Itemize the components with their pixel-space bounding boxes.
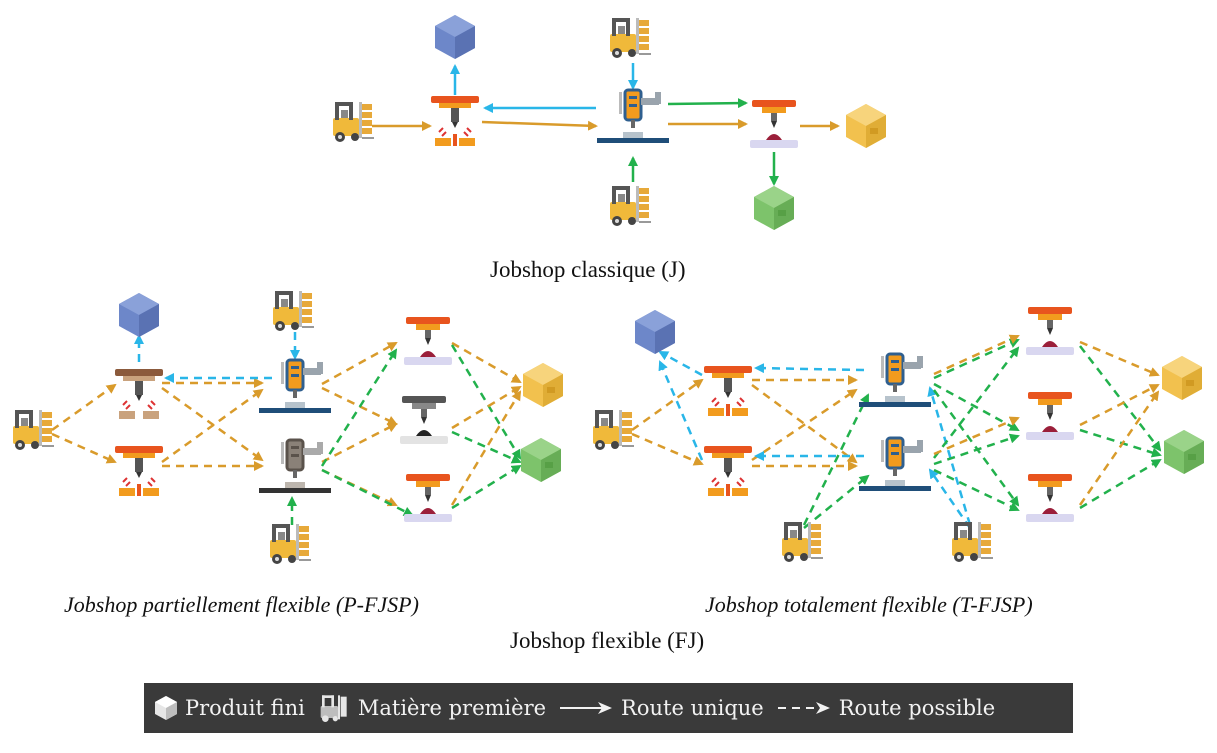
dashed-arrow-icon	[777, 702, 830, 714]
forklift-icon	[952, 522, 993, 562]
product-box-icon	[1164, 430, 1204, 474]
legend-possible-route-label: Route possible	[838, 696, 996, 720]
milling-machine-icon	[857, 436, 933, 493]
solid-arrow-icon	[560, 702, 613, 714]
product-box-icon	[119, 293, 159, 337]
forklift-icon	[593, 410, 634, 450]
product-box-icon	[155, 696, 177, 720]
drill-press-icon	[404, 317, 452, 365]
caption-partial-flexible: Jobshop partiellement flexible (P-FJSP)	[64, 592, 419, 617]
milling-machine-icon	[257, 438, 333, 495]
legend-finished-product: Produit fini	[154, 695, 305, 721]
product-box-icon	[846, 104, 886, 148]
legend-possible-route: Route possible	[776, 696, 995, 720]
legend-finished-product-label: Produit fini	[185, 696, 305, 720]
legend-raw-material: Matière première	[317, 694, 546, 722]
legend-single-route-label: Route unique	[621, 696, 764, 720]
legend: Produit fini Matière première Route uniq…	[144, 683, 1073, 733]
stamping-press-icon	[114, 445, 164, 497]
classic-routes	[372, 63, 840, 186]
forklift-icon	[610, 186, 651, 226]
drill-press-icon	[400, 396, 448, 444]
milling-machine-icon	[595, 88, 671, 145]
stamping-press-icon	[703, 365, 753, 417]
product-box-icon	[1162, 356, 1202, 400]
drill-press-icon	[404, 474, 452, 522]
stamping-press-icon	[703, 445, 753, 497]
caption-classic: Jobshop classique (J)	[490, 257, 686, 282]
milling-machine-icon	[257, 358, 333, 415]
total-flexible-diagram	[593, 307, 1204, 562]
stamping-press-icon	[430, 95, 480, 147]
forklift-icon	[782, 522, 823, 562]
product-box-icon	[523, 363, 563, 407]
product-box-icon	[635, 310, 675, 354]
classic-jobshop-diagram	[333, 15, 886, 230]
forklift-icon	[13, 410, 54, 450]
forklift-icon	[273, 291, 314, 331]
drill-press-icon	[750, 100, 798, 148]
product-box-icon	[435, 15, 475, 59]
milling-machine-icon	[857, 352, 933, 409]
stamping-press-icon	[114, 368, 164, 420]
caption-total-flexible: Jobshop totalement flexible (T-FJSP)	[705, 592, 1033, 617]
total-routes	[631, 334, 1162, 529]
forklift-icon	[270, 524, 311, 564]
product-box-icon	[521, 438, 561, 482]
forklift-icon	[610, 18, 651, 58]
product-box-icon	[754, 186, 794, 230]
partial-routes	[51, 332, 522, 525]
partial-flexible-diagram	[13, 291, 563, 564]
drill-press-icon	[1026, 474, 1074, 522]
forklift-icon	[320, 695, 347, 722]
legend-raw-material-label: Matière première	[357, 696, 547, 720]
caption-flexible: Jobshop flexible (FJ)	[510, 628, 705, 653]
drill-press-icon	[1026, 307, 1074, 355]
forklift-icon	[333, 102, 374, 142]
legend-single-route: Route unique	[558, 696, 764, 720]
drill-press-icon	[1026, 392, 1074, 440]
